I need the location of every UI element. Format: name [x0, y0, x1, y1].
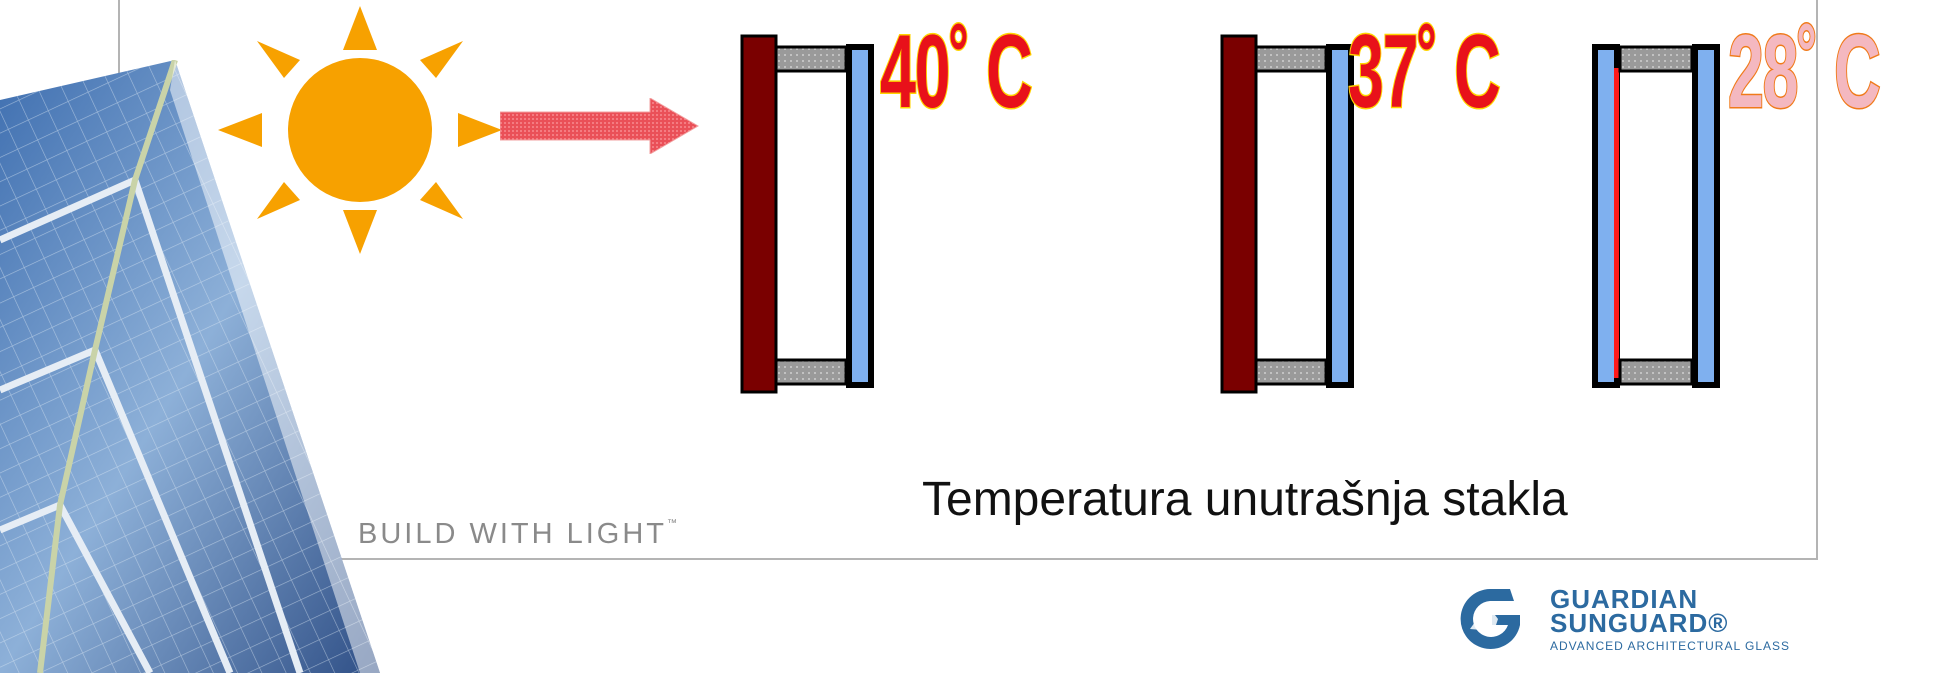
- logo-line-1: GUARDIAN: [1550, 584, 1699, 614]
- heat-arrow-icon: [500, 98, 699, 154]
- temperature-label-1: 40˚ C: [879, 14, 1034, 130]
- guardian-emblem-icon: [1460, 589, 1520, 649]
- trademark-mark: ™: [667, 518, 678, 529]
- diagram-caption: Temperatura unutrašnja stakla: [922, 473, 1568, 526]
- temperature-label-3: 28˚ C: [1727, 14, 1882, 130]
- tagline: BUILD WITH LIGHT™: [358, 518, 677, 551]
- glazing-unit-2: [1220, 34, 1360, 396]
- glass-building-image: [0, 60, 380, 673]
- guardian-sunguard-logo: GUARDIAN SUNGUARD® ADVANCED ARCHITECTURA…: [1440, 585, 1820, 655]
- logo-line-3: ADVANCED ARCHITECTURAL GLASS: [1550, 639, 1791, 653]
- glazing-unit-3: [1590, 34, 1730, 396]
- logo-line-2: SUNGUARD®: [1550, 608, 1729, 638]
- tagline-text: BUILD WITH LIGHT: [358, 518, 668, 550]
- glazing-unit-1: [740, 34, 880, 396]
- logo-text: GUARDIAN SUNGUARD® ADVANCED ARCHITECTURA…: [1550, 584, 1791, 653]
- sun-icon: [218, 6, 502, 254]
- temperature-label-2: 37˚ C: [1347, 14, 1502, 130]
